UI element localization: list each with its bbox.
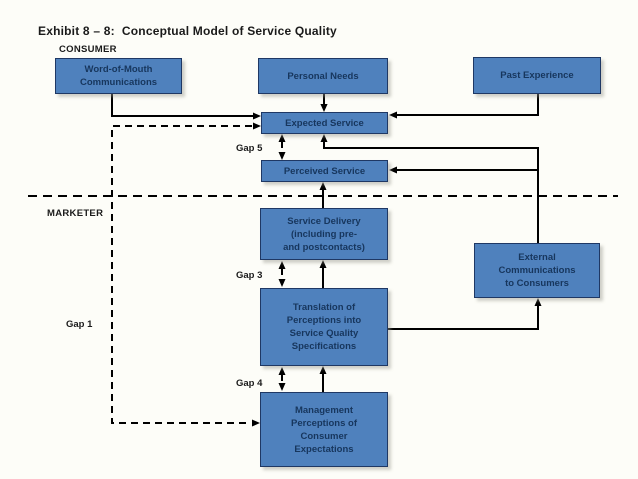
gap3-label: Gap 3 <box>236 270 263 281</box>
box-perceived-service: Perceived Service <box>261 160 388 182</box>
edge-gap1-dashed <box>111 122 261 427</box>
edge-wom-to-expected <box>111 94 261 120</box>
gap5-label: Gap 5 <box>236 143 263 154</box>
page-title: Exhibit 8 – 8: Conceptual Model of Servi… <box>38 24 337 38</box>
box-word-of-mouth-communications: Word-of-Mouth Communications <box>55 58 182 94</box>
box-past-experience: Past Experience <box>473 57 601 94</box>
box-management-perceptions: Management Perceptions of Consumer Expec… <box>260 392 388 467</box>
edge-external-to-perceived <box>389 166 538 174</box>
edge-management-to-translation <box>319 366 327 392</box>
edge-external-to-expected <box>320 134 539 243</box>
consumer-region-label: CONSUMER <box>59 44 117 55</box>
edge-needs-to-expected <box>320 94 328 112</box>
edge-translation-to-delivery <box>319 260 327 288</box>
marketer-region-label: MARKETER <box>47 208 104 219</box>
box-personal-needs: Personal Needs <box>258 58 388 94</box>
box-expected-service: Expected Service <box>261 112 388 134</box>
edge-translation-to-external <box>388 298 542 330</box>
box-translation-of-perceptions: Translation of Perceptions into Service … <box>260 288 388 366</box>
edge-delivery-to-perceived <box>319 182 327 208</box>
gap4-label: Gap 4 <box>236 378 263 389</box>
box-external-communications: External Communications to Consumers <box>474 243 600 298</box>
edge-gap3-dashed <box>278 261 286 287</box>
edge-gap5-dashed <box>278 134 286 160</box>
edge-past-to-expected <box>389 94 539 119</box>
edge-gap4-dashed <box>278 367 286 391</box>
gap1-label: Gap 1 <box>66 319 93 330</box>
box-service-delivery: Service Delivery (including pre- and pos… <box>260 208 388 260</box>
